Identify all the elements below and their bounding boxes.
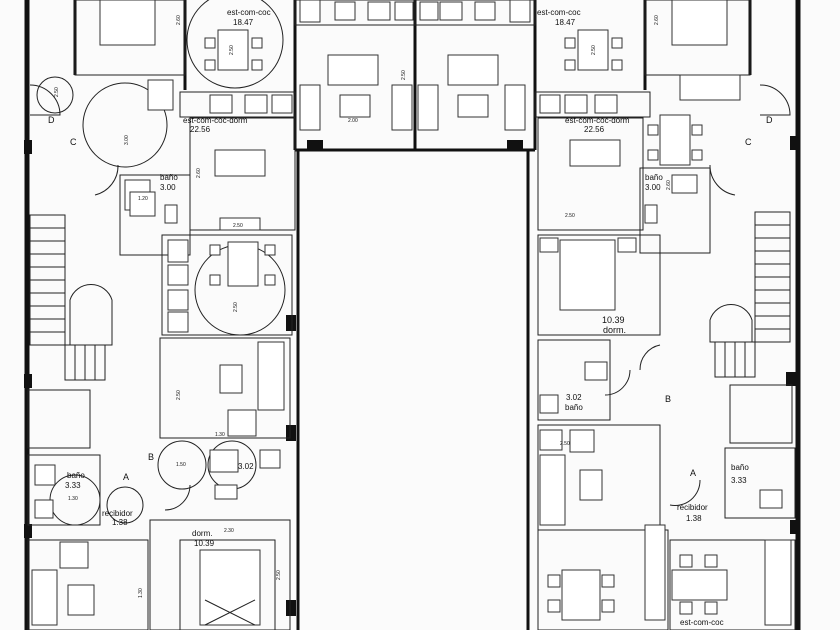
room-name-left-dorm: dorm.	[192, 529, 212, 538]
door-letters: D C B A D C B A	[48, 115, 773, 482]
room-area-left-dorm: 10.39	[194, 539, 215, 548]
room-area-right-dorm: 10.39	[602, 315, 625, 325]
door-label-left-d: D	[48, 115, 55, 125]
left-wing	[27, 0, 416, 630]
room-area-left-recibidor: 1.38	[112, 518, 128, 527]
door-label-right-b: B	[665, 394, 671, 404]
door-label-left-a: A	[123, 472, 129, 482]
dim-label: 2.50	[233, 223, 243, 229]
dim-label: 1.30	[68, 496, 78, 502]
dim-label: 2.50	[176, 390, 182, 400]
dimension-labels: 2.60 2.50 2.00 2.50 2.60 2.50 2.60 2.50 …	[54, 15, 672, 598]
dim-label: 2.60	[176, 15, 182, 25]
dim-label: 2.50	[591, 45, 597, 55]
room-name-right-mid: est-com-coc-dorm	[565, 116, 630, 125]
dim-label: 2.50	[276, 570, 282, 580]
structural-columns	[24, 136, 798, 616]
dim-label: 2.50	[565, 213, 575, 219]
room-area-right-bath-low: 3.33	[731, 476, 747, 485]
room-name-left-recibidor: recibidor	[102, 509, 133, 518]
room-area-left-mid: 22.56	[190, 125, 211, 134]
room-name-left-bath-low: baño	[67, 471, 85, 480]
room-area-right-recibidor: 1.38	[686, 514, 702, 523]
room-area-right-top: 18.47	[555, 18, 576, 27]
dim-label: 2.60	[196, 168, 202, 178]
dim-label: 2.60	[666, 180, 672, 190]
door-label-right-c: C	[745, 137, 752, 147]
dim-label: 1.50	[176, 462, 186, 468]
dim-label: 1.30	[215, 432, 225, 438]
room-area-left-bath-top: 3.00	[160, 183, 176, 192]
room-name-right-top: est-com-coc	[537, 8, 581, 17]
room-name-right-bath-low: baño	[731, 463, 749, 472]
dim-label: 2.50	[401, 70, 407, 80]
dim-label: 3.00	[124, 135, 130, 145]
room-name-right-recibidor: recibidor	[677, 503, 708, 512]
room-labels: est-com-coc 18.47 est-com-coc 18.47 est-…	[65, 8, 749, 627]
room-name-left-mid: est-com-coc-dorm	[183, 116, 248, 125]
room-name-right-bath-top: baño	[645, 173, 663, 182]
room-area-left-top: 18.47	[233, 18, 254, 27]
dim-label: 2.30	[224, 528, 234, 534]
room-area-right-bath-mid: 3.02	[566, 393, 582, 402]
room-area-right-bath-top: 3.00	[645, 183, 661, 192]
dim-label: 2.50	[560, 441, 570, 447]
dim-label: 2.60	[654, 15, 660, 25]
room-name-left-bath-top: baño	[160, 173, 178, 182]
room-area-left-bath-mid: 3.02	[238, 462, 254, 471]
dim-label: 2.50	[229, 45, 235, 55]
dim-label: 2.00	[348, 118, 358, 124]
door-label-left-c: C	[70, 137, 77, 147]
door-label-right-d: D	[766, 115, 773, 125]
room-name-right-bottom: est-com-coc	[680, 618, 724, 627]
room-area-right-mid: 22.56	[584, 125, 605, 134]
room-name-right-bath-mid: baño	[565, 403, 583, 412]
room-area-left-bath-low: 3.33	[65, 481, 81, 490]
right-wing	[414, 0, 796, 630]
door-label-right-a: A	[690, 468, 696, 478]
room-name-left-top: est-com-coc	[227, 8, 271, 17]
dim-label: 2.50	[54, 87, 60, 97]
dim-label: 1.20	[138, 196, 148, 202]
door-swings	[29, 84, 791, 511]
room-name-right-dorm: dorm.	[603, 325, 626, 335]
dim-label: 1.30	[138, 588, 144, 598]
dim-label: 2.50	[233, 302, 239, 312]
door-label-left-b: B	[148, 452, 154, 462]
